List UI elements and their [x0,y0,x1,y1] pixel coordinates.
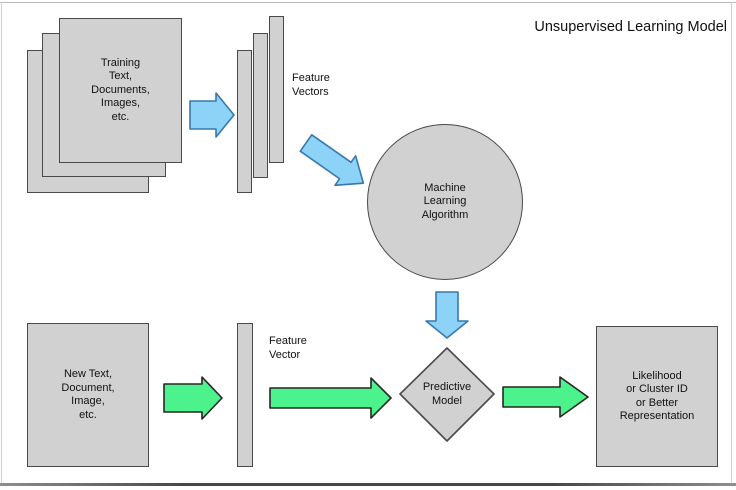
arrow-model-to-output-icon [502,376,589,418]
slide-bottom-edge [0,483,736,486]
feature-vectors-bar-back [269,16,284,163]
feature-vectors-bar-front [237,50,252,193]
slide-top-border [0,2,736,3]
page-title: Unsupervised Learning Model [534,19,727,35]
arrow-training-to-features-icon [189,92,235,138]
ml-algorithm-node: Machine Learning Algorithm [367,124,523,280]
feature-vector-label: Feature Vector [269,335,307,361]
slide-right-border [731,2,732,483]
new-input-node: New Text, Document, Image, etc. [27,323,149,467]
slide-left-border [1,2,2,483]
arrow-algorithm-to-model-icon [425,291,469,339]
predictive-model-diamond [399,347,495,442]
training-docs-label: Training Text, Documents, Images, etc. [91,56,150,123]
feature-vectors-bar-middle [253,33,268,178]
arrow-features-to-algorithm-icon [299,134,365,187]
training-docs-node: Training Text, Documents, Images, etc. [59,18,182,163]
feature-vector-bar [237,323,253,467]
predictive-model-label: Predictive Model [422,381,472,407]
feature-vectors-label: Feature Vectors [292,72,330,98]
output-node: Likelihood or Cluster ID or Better Repre… [596,326,718,467]
ml-algorithm-label: Machine Learning Algorithm [421,181,469,221]
output-label: Likelihood or Cluster ID or Better Repre… [619,369,695,423]
arrow-vector-to-model-icon [269,377,392,419]
arrow-input-to-vector-icon [163,376,223,420]
new-input-label: New Text, Document, Image, etc. [61,368,115,421]
